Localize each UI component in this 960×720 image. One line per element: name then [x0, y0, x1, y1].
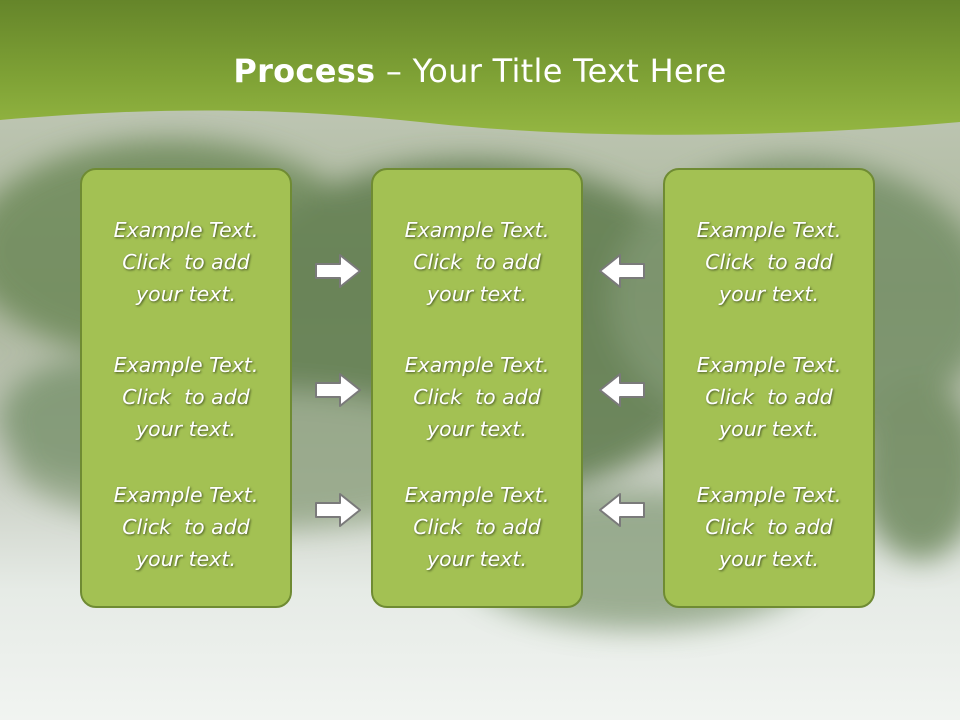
right-arrow-icon[interactable]: [313, 251, 363, 291]
text-line: your text.: [427, 282, 527, 306]
left-arrow-icon[interactable]: [597, 251, 647, 291]
text-line: Example Text.: [404, 218, 550, 242]
title-bold: Process: [233, 52, 376, 90]
panel-middle[interactable]: Example Text. Click to add your text. Ex…: [371, 168, 583, 608]
text-line: Example Text.: [404, 483, 550, 507]
panel-right[interactable]: Example Text. Click to add your text. Ex…: [663, 168, 875, 608]
text-block[interactable]: Example Text. Click to add your text.: [373, 349, 581, 445]
right-arrow-icon[interactable]: [313, 370, 363, 410]
text-line: Example Text.: [113, 353, 259, 377]
left-arrow-icon[interactable]: [597, 490, 647, 530]
text-block[interactable]: Example Text. Click to add your text.: [82, 479, 290, 575]
text-block[interactable]: Example Text. Click to add your text.: [373, 214, 581, 310]
text-block[interactable]: Example Text. Click to add your text.: [373, 479, 581, 575]
text-line: Click to add: [122, 250, 250, 274]
text-block[interactable]: Example Text. Click to add your text.: [665, 479, 873, 575]
text-line: Click to add: [705, 250, 833, 274]
text-line: Example Text.: [696, 483, 842, 507]
left-arrow-icon[interactable]: [597, 370, 647, 410]
header-band: [0, 0, 960, 135]
text-block[interactable]: Example Text. Click to add your text.: [82, 349, 290, 445]
text-line: Example Text.: [113, 483, 259, 507]
text-line: Example Text.: [696, 353, 842, 377]
right-arrow-icon[interactable]: [313, 490, 363, 530]
text-line: your text.: [427, 417, 527, 441]
text-line: Click to add: [122, 385, 250, 409]
text-line: your text.: [136, 417, 236, 441]
text-line: your text.: [136, 282, 236, 306]
text-line: Example Text.: [113, 218, 259, 242]
text-line: Click to add: [413, 385, 541, 409]
text-line: Click to add: [413, 515, 541, 539]
title-rest: – Your Title Text Here: [375, 52, 727, 90]
text-line: your text.: [719, 417, 819, 441]
text-line: your text.: [719, 282, 819, 306]
text-block[interactable]: Example Text. Click to add your text.: [665, 349, 873, 445]
text-line: Click to add: [705, 385, 833, 409]
text-line: Click to add: [122, 515, 250, 539]
text-line: your text.: [136, 547, 236, 571]
text-line: Click to add: [705, 515, 833, 539]
text-block[interactable]: Example Text. Click to add your text.: [82, 214, 290, 310]
text-line: Example Text.: [404, 353, 550, 377]
text-block[interactable]: Example Text. Click to add your text.: [665, 214, 873, 310]
text-line: Example Text.: [696, 218, 842, 242]
panel-left[interactable]: Example Text. Click to add your text. Ex…: [80, 168, 292, 608]
text-line: your text.: [427, 547, 527, 571]
slide-title[interactable]: Process – Your Title Text Here: [0, 52, 960, 90]
text-line: Click to add: [413, 250, 541, 274]
text-line: your text.: [719, 547, 819, 571]
